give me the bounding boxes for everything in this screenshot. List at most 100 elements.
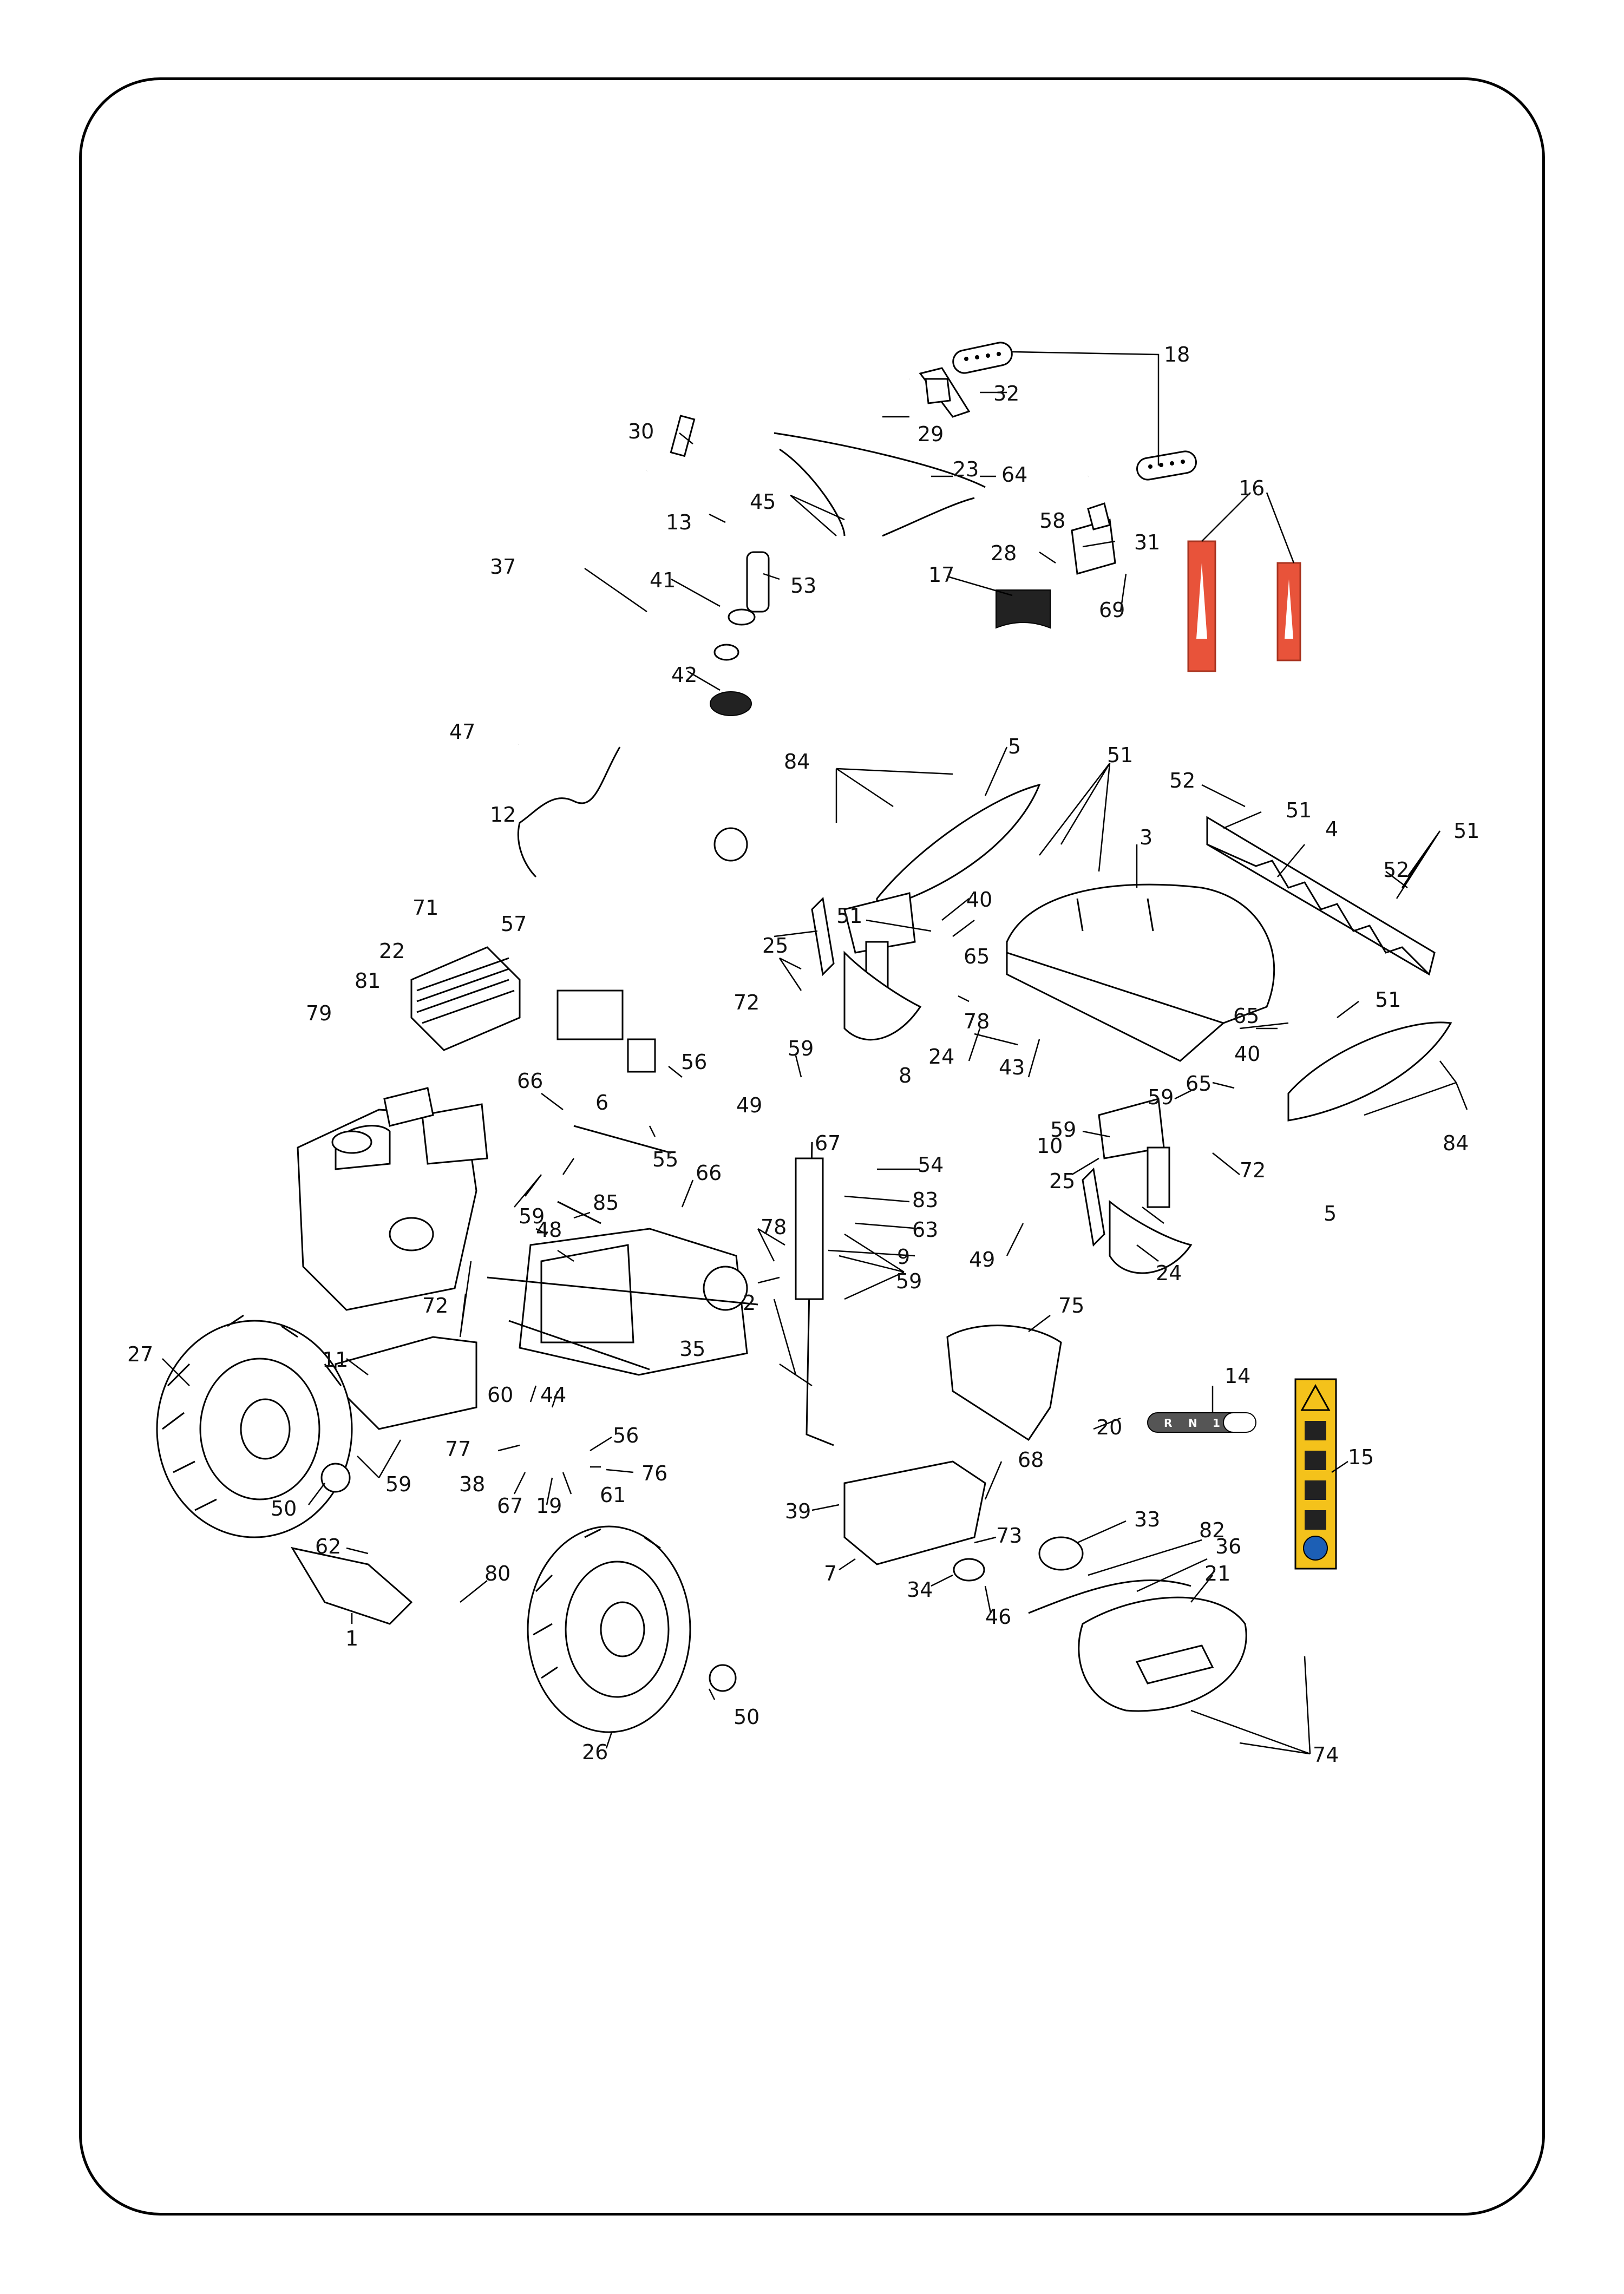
callout-82: 82 xyxy=(1199,1518,1225,1542)
gear-plate-17 xyxy=(996,589,1051,629)
callout-53: 53 xyxy=(790,574,816,598)
fender-5 xyxy=(1287,1021,1452,1122)
callout-43: 43 xyxy=(999,1056,1025,1079)
belt-cover-21 xyxy=(1078,1596,1247,1712)
callout-18: 18 xyxy=(1164,343,1190,366)
wheel-26 xyxy=(527,1525,691,1733)
gear-label-r: R xyxy=(1164,1417,1172,1430)
callout-2: 2 xyxy=(743,1291,756,1315)
callout-26: 26 xyxy=(582,1740,608,1764)
callout-46: 46 xyxy=(985,1605,1011,1629)
callout-28: 28 xyxy=(991,541,1017,565)
callout-84: 84 xyxy=(1443,1131,1469,1155)
callout-73: 73 xyxy=(996,1524,1022,1548)
callout-17: 17 xyxy=(928,563,954,587)
callout-51: 51 xyxy=(1453,819,1479,843)
callout-61: 61 xyxy=(600,1483,626,1507)
callout-65: 65 xyxy=(1233,1004,1259,1028)
callout-59: 59 xyxy=(1148,1085,1174,1109)
gear-label-n: N xyxy=(1188,1417,1197,1430)
callout-59: 59 xyxy=(1050,1118,1076,1142)
callout-33: 33 xyxy=(1134,1508,1160,1531)
lever-12 xyxy=(517,746,621,878)
callout-69: 69 xyxy=(1099,598,1125,622)
callout-24: 24 xyxy=(928,1045,954,1069)
callout-13: 13 xyxy=(666,510,692,534)
shroud-20 xyxy=(946,1325,1062,1441)
callout-19: 19 xyxy=(536,1494,562,1518)
callout-44: 44 xyxy=(540,1383,566,1407)
callout-80: 80 xyxy=(484,1562,510,1585)
callout-23: 23 xyxy=(953,457,979,481)
callout-50: 50 xyxy=(271,1497,297,1520)
cap-50 xyxy=(320,1463,351,1493)
callout-48: 48 xyxy=(536,1218,562,1242)
callout-77: 77 xyxy=(445,1437,471,1461)
callout-59: 59 xyxy=(385,1472,411,1496)
callout-16: 16 xyxy=(1239,476,1265,500)
callout-56: 56 xyxy=(613,1424,639,1447)
leader-lines xyxy=(162,351,1468,1755)
callout-54: 54 xyxy=(918,1153,944,1177)
callout-57: 57 xyxy=(501,912,527,936)
callout-38: 38 xyxy=(459,1472,485,1496)
callout-1: 1 xyxy=(345,1627,358,1650)
callout-9: 9 xyxy=(897,1245,910,1269)
control-box-31 xyxy=(1071,502,1116,575)
gear-label-1: 1 xyxy=(1213,1417,1220,1430)
callout-47: 47 xyxy=(449,720,475,744)
callout-8: 8 xyxy=(899,1064,912,1087)
callout-11: 11 xyxy=(322,1348,348,1372)
callout-40: 40 xyxy=(966,888,992,912)
page-border xyxy=(79,77,1545,2216)
callout-51: 51 xyxy=(1286,798,1312,822)
callout-67: 67 xyxy=(497,1494,523,1518)
callout-83: 83 xyxy=(912,1188,938,1212)
callout-37: 37 xyxy=(490,555,516,579)
callout-60: 60 xyxy=(487,1383,513,1407)
callout-78: 78 xyxy=(761,1215,787,1239)
callout-27: 27 xyxy=(127,1342,153,1366)
cover-1 xyxy=(290,1546,413,1625)
callout-63: 63 xyxy=(912,1218,938,1242)
callout-49: 49 xyxy=(969,1248,995,1271)
tine-shield-3 xyxy=(1006,883,1275,1062)
callout-66: 66 xyxy=(517,1069,543,1093)
callout-14: 14 xyxy=(1224,1364,1250,1388)
callout-78: 78 xyxy=(964,1010,990,1033)
callout-55: 55 xyxy=(652,1148,678,1171)
bolt-85 xyxy=(557,1201,601,1224)
bracket-63 xyxy=(795,1157,824,1300)
flap-4 xyxy=(1206,816,1436,976)
cap-50 xyxy=(709,1664,737,1692)
callout-5: 5 xyxy=(1324,1202,1337,1225)
callout-6: 6 xyxy=(595,1091,608,1115)
callout-85: 85 xyxy=(593,1191,619,1215)
callout-64: 64 xyxy=(1001,463,1027,487)
gear-decal-14: R N 1 xyxy=(1147,1412,1256,1433)
callout-51: 51 xyxy=(836,904,862,928)
callout-75: 75 xyxy=(1058,1294,1084,1318)
callout-36: 36 xyxy=(1215,1535,1241,1558)
callout-39: 39 xyxy=(785,1499,811,1523)
callout-25: 25 xyxy=(762,934,788,958)
bracket-11 xyxy=(335,1336,477,1430)
callout-72: 72 xyxy=(734,991,759,1014)
callout-72: 72 xyxy=(1240,1158,1266,1182)
mount-42 xyxy=(710,691,752,716)
callout-59: 59 xyxy=(519,1204,545,1228)
callout-58: 58 xyxy=(1039,509,1065,533)
fender-5 xyxy=(876,783,1041,910)
callout-22: 22 xyxy=(379,939,405,963)
callout-49: 49 xyxy=(736,1093,762,1117)
frame-6 xyxy=(556,817,756,1073)
callout-52: 52 xyxy=(1169,769,1195,792)
pulley-34 xyxy=(953,1558,985,1582)
callout-31: 31 xyxy=(1134,530,1160,554)
callouts: 1 2 3 4 5 5 6 7 8 9 10 11 12 13 14 15 16… xyxy=(127,343,1479,1767)
callout-32: 32 xyxy=(993,382,1019,405)
callout-84: 84 xyxy=(784,750,810,774)
safety-decal-15 xyxy=(1294,1378,1337,1570)
callout-45: 45 xyxy=(750,490,776,514)
